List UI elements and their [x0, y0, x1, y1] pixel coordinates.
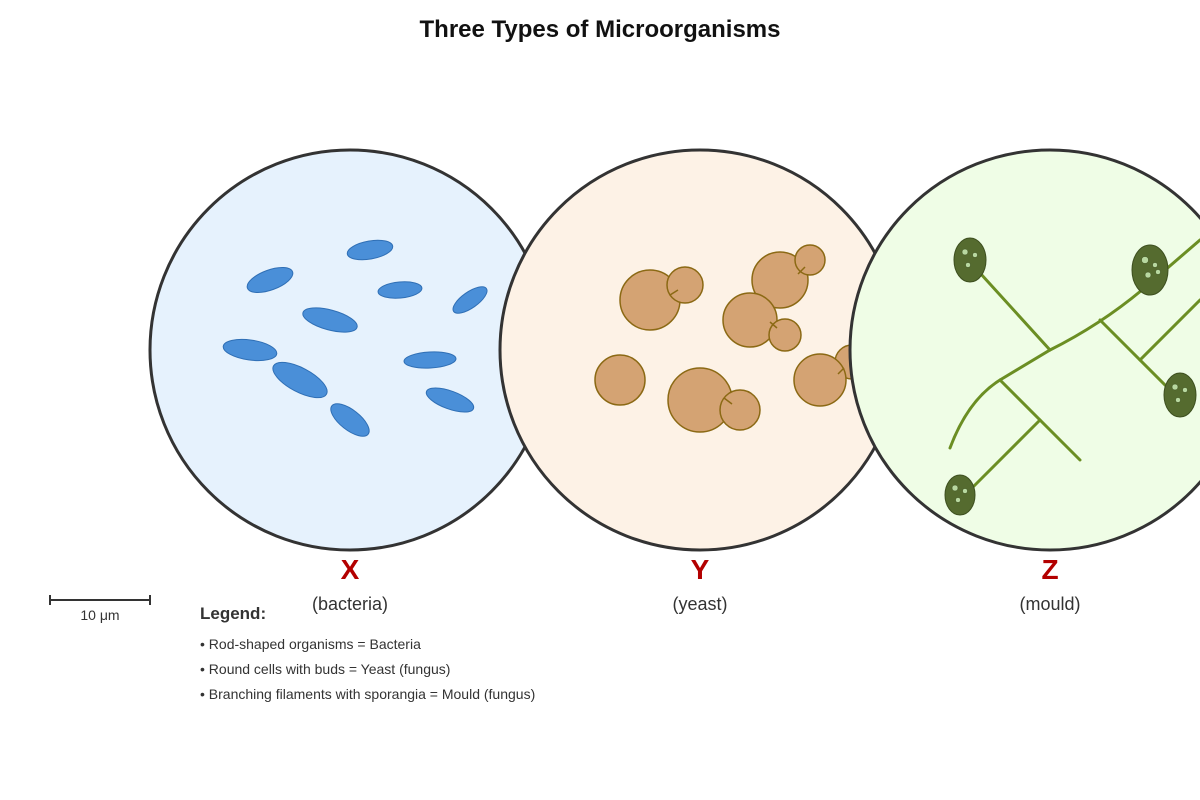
- yeast-bud: [794, 244, 826, 276]
- hypha-branch: [968, 260, 1052, 352]
- yeast-cell: [793, 353, 847, 407]
- legend-item-bacteria: • Rod-shaped organisms = Bacteria: [200, 636, 421, 652]
- panel-x-letter: X: [340, 554, 360, 585]
- spore: [1144, 271, 1152, 279]
- bacterium: [302, 307, 358, 333]
- spore: [972, 252, 978, 258]
- hypha-branch: [1138, 298, 1200, 362]
- hypha-branch: [968, 418, 1042, 492]
- sporangium: [953, 237, 987, 283]
- bacterium: [246, 267, 294, 293]
- bacterium: [425, 387, 475, 413]
- legend-title: Legend:: [200, 604, 267, 623]
- panel-x-bacteria: [148, 148, 552, 552]
- bacterium: [222, 338, 278, 362]
- bud-scar: [769, 321, 778, 329]
- bud-scar: [669, 289, 679, 296]
- spore: [1171, 383, 1179, 391]
- panel-z-letter: Z: [1041, 554, 1059, 585]
- sporangium: [944, 474, 976, 516]
- bacterium: [346, 239, 394, 261]
- spore: [1141, 256, 1149, 264]
- panel-y-letter: Y: [690, 554, 710, 585]
- yeast-cell: [594, 354, 646, 406]
- panel-y-yeast: [498, 148, 902, 552]
- bacterium: [452, 286, 488, 314]
- scale-bar: [49, 595, 151, 605]
- panel-z-caption: (mould): [1019, 594, 1081, 614]
- sporangia: [944, 237, 1197, 516]
- sporangium: [1131, 244, 1169, 296]
- bacterium: [377, 281, 423, 299]
- sporangium: [1163, 372, 1197, 418]
- legend-item-yeast: • Round cells with buds = Yeast (fungus): [200, 661, 451, 677]
- spore: [1152, 262, 1158, 268]
- spore: [955, 497, 961, 503]
- bud-scar: [837, 367, 845, 375]
- yeast-cell: [722, 292, 778, 348]
- spore: [1175, 397, 1181, 403]
- bacterium: [272, 361, 328, 399]
- yeast-bud: [666, 266, 704, 304]
- spore: [1182, 387, 1188, 393]
- scale-bar-label: 10 μm: [80, 607, 120, 623]
- hypha-branch: [1098, 318, 1170, 390]
- spores: [951, 248, 1188, 503]
- legend-item-mould: • Branching filaments with sporangia = M…: [200, 686, 536, 702]
- diagram-title: Three Types of Microorganisms: [419, 16, 781, 43]
- bacteria-field: [148, 148, 552, 552]
- bacterium: [403, 351, 457, 369]
- bud-scar: [797, 266, 806, 275]
- spore: [962, 488, 968, 494]
- yeast-bud: [768, 318, 802, 352]
- spore: [951, 484, 959, 492]
- spore: [1155, 269, 1161, 275]
- bacterium: [330, 403, 370, 437]
- legend: Legend: • Rod-shaped organisms = Bacteri…: [200, 604, 535, 707]
- spore: [961, 248, 969, 256]
- panel-z-mould: [848, 148, 1200, 552]
- panel-y-caption: (yeast): [672, 594, 728, 614]
- bacteria-rods: [222, 239, 488, 437]
- panel-x-caption: (bacteria): [311, 594, 389, 614]
- bud-scar: [723, 397, 733, 405]
- yeast-cell: [751, 251, 809, 309]
- yeast-bud: [719, 389, 761, 431]
- spore: [965, 262, 971, 268]
- mould-field: [848, 148, 1200, 552]
- hypha-main: [948, 238, 1200, 450]
